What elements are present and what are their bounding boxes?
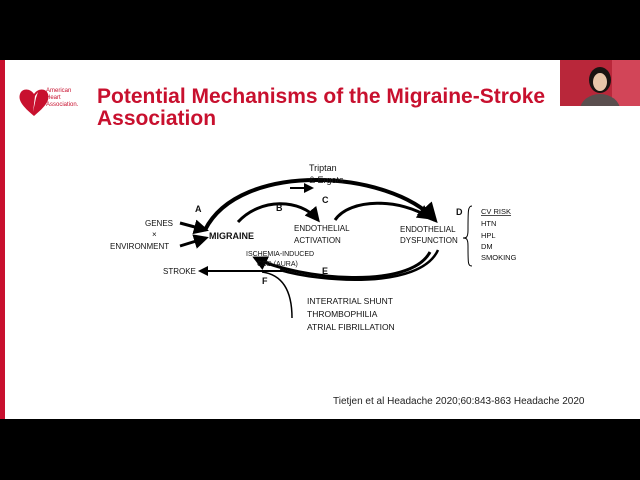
slide-title-line-1: Potential Mechanisms of the Migraine-Str… [97, 85, 546, 108]
citation: Tietjen et al Headache 2020;60:843-863 H… [333, 396, 585, 407]
logo-line-2: Heart [46, 95, 61, 101]
arrow-stroke-arc [279, 249, 440, 282]
arrow-a-arc [203, 178, 438, 231]
genes-arrow [179, 219, 209, 235]
slide: American Heart Association. Potential Me… [0, 60, 640, 419]
arrow-c-arc [333, 201, 433, 221]
letter-f: F [262, 276, 268, 286]
letter-b: B [276, 203, 283, 213]
risk-factor-header: CV RISK [481, 207, 511, 216]
label-stroke: STROKE [163, 267, 196, 276]
f-factor-item: ATRIAL FIBRILLATION [307, 322, 395, 332]
mechanism-diagram: Triptan & Ergots A B C D E F GENES × ENV… [110, 163, 517, 332]
letter-e: E [322, 266, 328, 276]
slide-title-line-2: Association [97, 107, 217, 130]
arrow-f-curve [261, 271, 293, 319]
label-activation-2: ACTIVATION [294, 236, 341, 245]
f-factor-item: THROMBOPHILIA [307, 309, 378, 319]
label-times: × [152, 230, 157, 239]
label-dysfunction-1: ENDOTHELIAL [400, 225, 456, 234]
slide-title: Potential Mechanisms of the Migraine-Str… [97, 86, 557, 130]
logo-line-1: American [46, 88, 72, 94]
arrow-b-arc [236, 202, 320, 224]
letter-d: D [456, 207, 463, 217]
logo-text: American Heart Association. [46, 88, 78, 109]
heart-torch-icon [19, 89, 49, 116]
label-migraine: MIGRAINE [209, 231, 254, 241]
letter-c: C [322, 195, 329, 205]
label-ischemia-2: CSD (AURA) [257, 261, 298, 268]
risk-factor-item: HPL [481, 231, 496, 240]
letter-a: A [195, 204, 202, 214]
risk-factors-brace [462, 205, 473, 267]
label-triptan: Triptan [309, 163, 337, 173]
label-ischemia-1: ISCHEMIA-INDUCED [246, 251, 314, 258]
logo-line-3: Association. [46, 102, 79, 108]
presenter-webcam-thumbnail[interactable] [560, 60, 640, 106]
arrow-e-arc [252, 251, 432, 279]
f-factor-item: INTERATRIAL SHUNT [307, 296, 393, 306]
presenter-avatar [560, 60, 640, 106]
label-ergots: & Ergots [309, 175, 344, 185]
risk-factor-item: DM [481, 242, 493, 251]
label-environment: ENVIRONMENT [110, 242, 169, 251]
label-activation-1: ENDOTHELIAL [294, 224, 350, 233]
label-dysfunction-2: DYSFUNCTION [400, 236, 458, 245]
slide-accent-bar [0, 60, 5, 419]
label-genes: GENES [145, 219, 173, 228]
environment-arrow [179, 234, 209, 249]
risk-factor-item: HTN [481, 219, 496, 228]
risk-factor-item: SMOKING [481, 253, 517, 262]
